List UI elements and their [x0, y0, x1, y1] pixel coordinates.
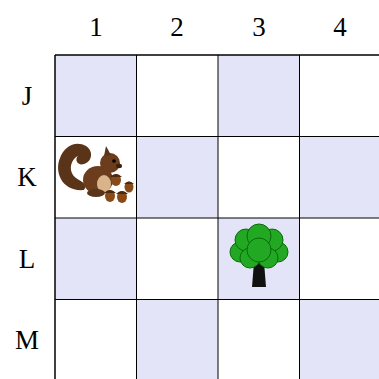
row-label: J	[22, 83, 33, 110]
column-label: 1	[89, 14, 103, 41]
grid-lines	[55, 55, 379, 379]
row-label: M	[15, 327, 39, 354]
squirrel-icon	[58, 144, 134, 203]
column-label: 4	[333, 14, 347, 41]
shaded-cells	[55, 55, 379, 379]
row-label: L	[19, 246, 36, 273]
column-label: 3	[252, 14, 266, 41]
column-label: 2	[170, 14, 184, 41]
acorns	[104, 174, 134, 203]
row-label: K	[17, 164, 37, 191]
tree-icon	[230, 224, 288, 287]
